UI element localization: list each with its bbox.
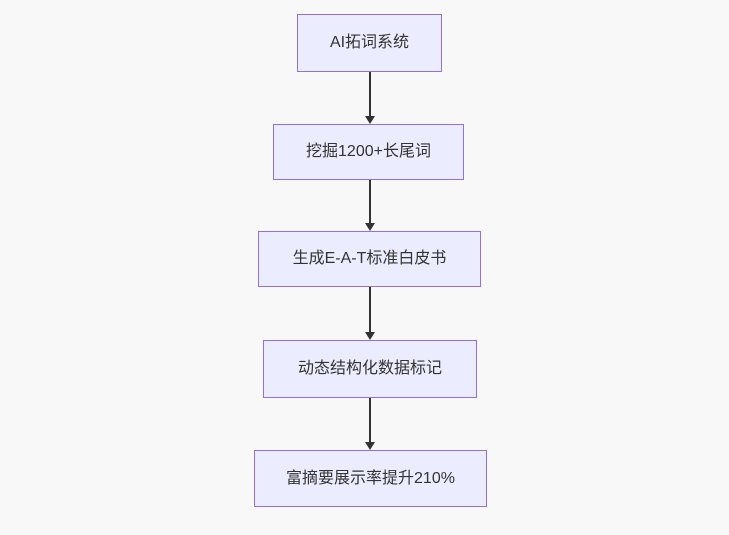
- flow-arrow-1-arrowhead-icon: [365, 116, 375, 124]
- flow-node-label: 富摘要展示率提升210%: [286, 469, 455, 487]
- flow-node-label: 生成E-A-T标准白皮书: [292, 250, 447, 268]
- flow-node-2: 挖掘1200+长尾词: [273, 124, 464, 180]
- flow-node-label: 挖掘1200+长尾词: [306, 143, 431, 161]
- flow-node-1: AI拓词系统: [297, 14, 442, 72]
- flow-arrow-4-line: [369, 398, 371, 442]
- flow-arrow-2-arrowhead-icon: [365, 223, 375, 231]
- flow-node-5: 富摘要展示率提升210%: [254, 450, 487, 507]
- flow-node-label: AI拓词系统: [329, 34, 410, 52]
- flow-arrow-3-line: [369, 287, 371, 332]
- flow-arrow-3-arrowhead-icon: [365, 332, 375, 340]
- flow-arrow-4-arrowhead-icon: [365, 442, 375, 450]
- flow-node-3: 生成E-A-T标准白皮书: [258, 231, 481, 287]
- flow-node-4: 动态结构化数据标记: [263, 340, 477, 398]
- flow-node-label: 动态结构化数据标记: [297, 360, 442, 378]
- flow-arrow-1-line: [369, 72, 371, 116]
- flow-arrow-2-line: [369, 180, 371, 223]
